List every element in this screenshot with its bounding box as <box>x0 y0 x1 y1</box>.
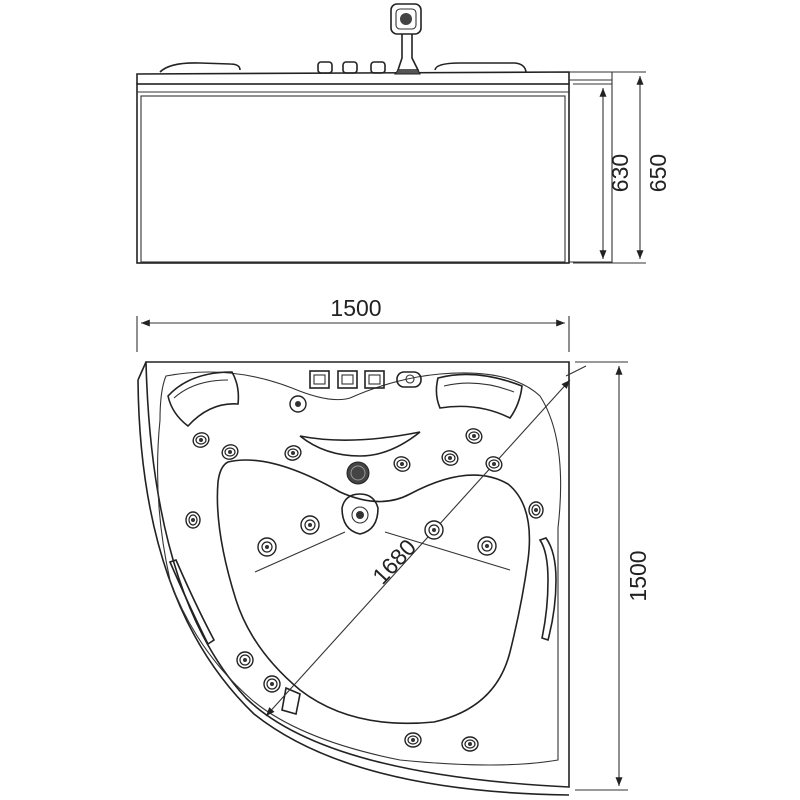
control-button-2 <box>337 370 358 389</box>
jet <box>424 520 444 540</box>
jet <box>221 444 239 460</box>
headrest-left-front <box>159 62 241 73</box>
jet <box>477 536 497 556</box>
jet <box>528 501 544 519</box>
jet <box>441 450 459 466</box>
jet <box>485 456 503 472</box>
shower-holder-icon <box>396 371 422 388</box>
control-button-2-front <box>342 61 358 74</box>
jet <box>300 515 320 535</box>
top-plan-view: 1500 1500 <box>136 295 651 796</box>
jet <box>257 537 277 557</box>
dimension-630: 630 <box>573 83 633 264</box>
dimension-width-label: 1500 <box>330 295 381 321</box>
control-button-2-inner <box>341 374 354 385</box>
tub-side-panel <box>569 71 613 263</box>
dimension-width-1500: 1500 <box>136 295 570 352</box>
tub-front-body <box>136 83 570 264</box>
headrest-right <box>435 373 523 420</box>
tub-outer-left-edge <box>137 361 147 381</box>
tub-outer-shell <box>145 361 570 788</box>
front-elevation-view: 630 650 <box>136 3 671 264</box>
dimension-diagonal-1680: 1680 <box>265 365 587 717</box>
control-button-1 <box>309 370 330 389</box>
jet <box>289 395 307 413</box>
grab-handle-left <box>168 559 216 646</box>
tub-rim-contour <box>156 371 562 766</box>
tub-front-lip <box>299 431 421 457</box>
jet-group <box>185 395 544 752</box>
jet <box>263 675 281 693</box>
jet <box>185 511 201 529</box>
dimension-650-label: 650 <box>645 154 671 192</box>
overflow-faucet-icon <box>341 493 379 535</box>
shower-head-icon <box>390 3 422 75</box>
dimension-depth-1500: 1500 <box>575 361 651 791</box>
control-button-1-front <box>317 61 333 74</box>
jet <box>236 651 254 669</box>
jet <box>461 736 479 752</box>
headrest-right-front <box>434 62 527 73</box>
drain-grille-icon <box>346 461 370 485</box>
tub-step <box>281 686 301 716</box>
dimension-diagonal-label: 1680 <box>367 534 421 589</box>
control-button-3-inner <box>368 374 381 385</box>
dimension-630-label: 630 <box>607 154 633 192</box>
control-button-3-front <box>370 61 386 74</box>
headrest-left <box>167 371 240 428</box>
grab-handle-right <box>538 537 557 642</box>
jet <box>284 445 302 461</box>
dimension-650: 650 <box>612 71 671 264</box>
jet <box>404 732 422 748</box>
tub-outer-shell-inner-edge <box>137 379 570 796</box>
control-button-1-inner <box>313 374 326 385</box>
jet <box>192 432 210 448</box>
jet <box>393 456 411 472</box>
tub-front-inner-panel <box>140 95 566 263</box>
jet <box>465 428 483 444</box>
control-button-3 <box>364 370 385 389</box>
dimension-depth-label: 1500 <box>625 550 651 601</box>
